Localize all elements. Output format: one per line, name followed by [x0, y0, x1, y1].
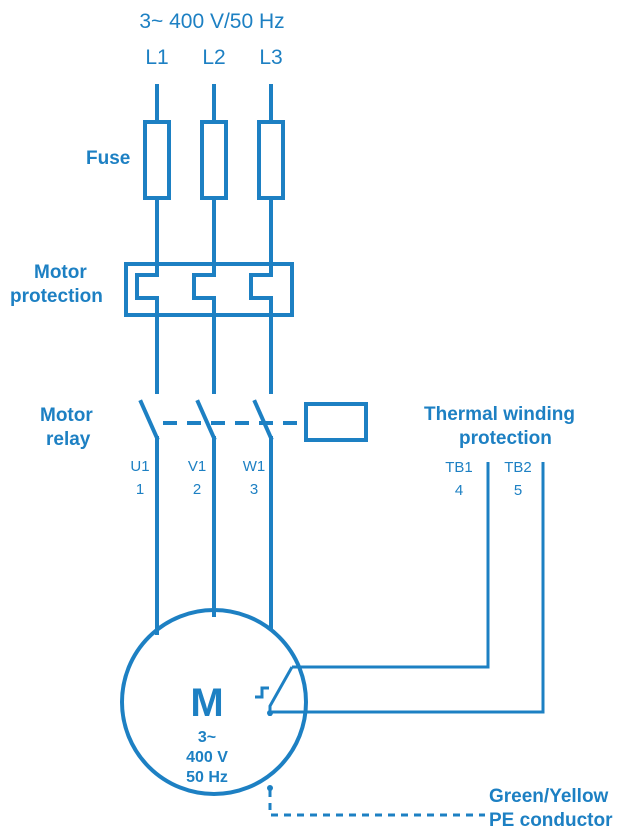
- motor-spec-voltage: 400 V: [186, 749, 228, 766]
- supply-rating: 3~ 400 V/50 Hz: [139, 10, 284, 33]
- fuse-label: Fuse: [86, 148, 130, 169]
- relay-coil: [304, 402, 368, 442]
- thermal-switch-symbol: [255, 686, 269, 699]
- motor-relay-label-line1: Motor: [40, 405, 93, 426]
- motor-spec-phases: 3~: [198, 729, 216, 746]
- motor-protection-element-l3: [249, 273, 273, 317]
- pe-label-line2: PE conductor: [489, 810, 613, 831]
- fuse-l2: [200, 120, 228, 200]
- terminal-tb1-name: TB1: [445, 459, 473, 476]
- pe-label-line1: Green/Yellow: [489, 786, 609, 807]
- wire-tb2-thermal: [270, 462, 545, 714]
- terminal-w1-number: 3: [250, 481, 258, 498]
- motor-circle: [120, 608, 308, 796]
- phase-l2-label: L2: [202, 46, 225, 69]
- relay-contact-l2: [195, 399, 217, 441]
- phase-l3-label: L3: [259, 46, 282, 69]
- terminal-u1-name: U1: [130, 458, 149, 475]
- thermal-switch-contact: [268, 666, 294, 716]
- phase-l1-label: L1: [145, 46, 168, 69]
- terminal-v1-backing: [183, 457, 205, 499]
- motor-protection-label-line1: Motor: [34, 262, 87, 283]
- terminal-tb2-number: 5: [514, 482, 522, 499]
- relay-contact-l3: [252, 399, 274, 441]
- terminal-v1-name: V1: [188, 458, 206, 475]
- terminal-w1-name: W1: [243, 458, 266, 475]
- fuse-l3: [257, 120, 285, 200]
- motor-protection-label-line2: protection: [10, 286, 103, 307]
- motor-symbol: M: [190, 681, 223, 725]
- wire-tb1-thermal: [292, 462, 490, 669]
- terminal-tb2-name: TB2: [504, 459, 532, 476]
- motor-protection-box: [124, 262, 294, 317]
- motor-spec-frequency: 50 Hz: [186, 769, 228, 786]
- pe-junction: [267, 785, 273, 791]
- relay-contact-l1: [138, 399, 160, 441]
- thermal-switch-junction: [267, 710, 273, 716]
- terminal-tb1-number: 4: [455, 482, 463, 499]
- motor-relay-label-line2: relay: [46, 429, 91, 450]
- thermal-protection-label-line1: Thermal winding: [424, 404, 575, 425]
- terminal-v1-number: 2: [193, 481, 201, 498]
- terminal-u1-backing: [126, 457, 148, 499]
- fuse-l1: [143, 120, 171, 200]
- motor-protection-element-l2: [192, 273, 216, 317]
- terminal-w1-backing: [240, 457, 264, 499]
- pe-conductor-wire: [268, 790, 485, 817]
- motor-protection-element-l1: [135, 273, 159, 317]
- thermal-protection-label-line2: protection: [459, 428, 552, 449]
- terminal-u1-number: 1: [136, 481, 144, 498]
